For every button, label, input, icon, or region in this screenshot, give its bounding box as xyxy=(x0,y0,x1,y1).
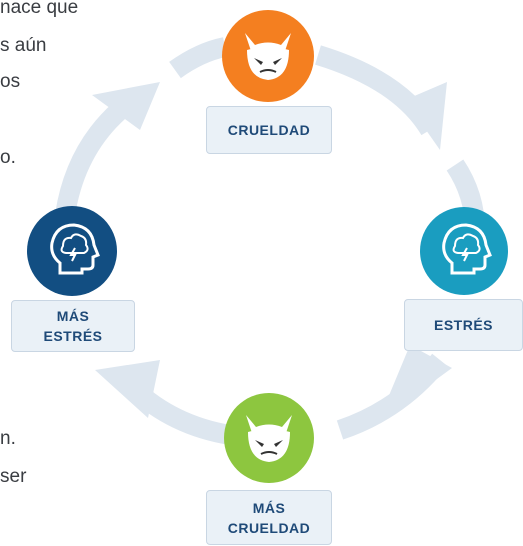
body-text-fragment: ser xyxy=(0,466,27,487)
node-mas-crueldad-circle xyxy=(224,393,314,483)
node-label-estres: ESTRÉS xyxy=(404,299,523,351)
node-mas-estres-circle xyxy=(27,206,117,296)
arrowhead-top-left xyxy=(92,82,160,130)
arrowhead-top-right xyxy=(405,82,447,150)
arrowhead-bottom-right xyxy=(378,345,452,422)
node-label-mas-crueldad: MÁS CRUELDAD xyxy=(206,490,332,545)
body-text-fragment: os xyxy=(0,71,21,92)
node-label-mas-estres: MÁS ESTRÉS xyxy=(11,300,135,352)
body-text-fragment: s aún xyxy=(0,35,47,56)
arc-top-left xyxy=(169,37,228,79)
node-estres-circle xyxy=(420,207,508,295)
body-text-fragment: n. xyxy=(0,428,16,449)
node-label-crueldad: CRUELDAD xyxy=(206,106,332,154)
arrowhead-bottom-left xyxy=(95,360,160,418)
body-text-fragment: o. xyxy=(0,147,16,168)
body-text-fragment: nace que xyxy=(0,0,79,18)
arc-left xyxy=(55,102,127,217)
node-crueldad-circle xyxy=(222,10,314,102)
